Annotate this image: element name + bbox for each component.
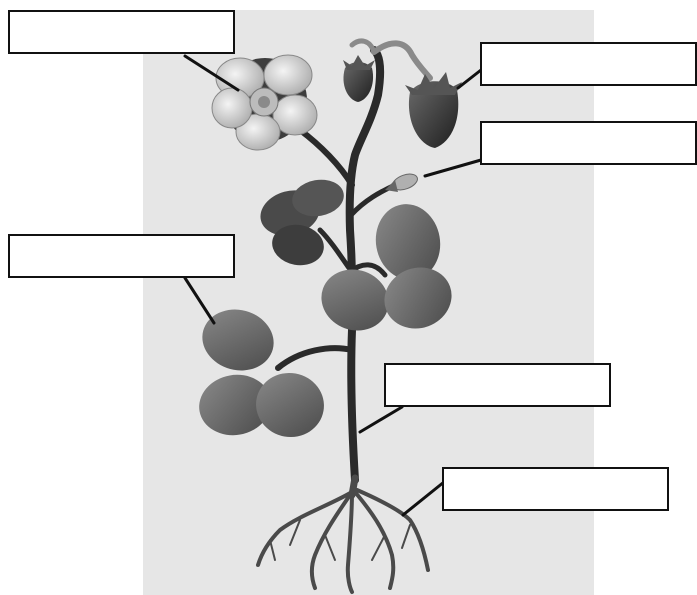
- fruit-left: [343, 55, 375, 102]
- leader-line-flower: [183, 54, 240, 92]
- leaf-group-right: [321, 204, 452, 331]
- leaf-group-lower-left: [199, 309, 324, 438]
- fruit-stem-right: [371, 40, 433, 81]
- leader-line-leaf: [183, 276, 216, 325]
- leader-lines: [183, 54, 483, 517]
- main-stem: [345, 46, 385, 484]
- leaf-stem-lower-left: [275, 345, 355, 371]
- leader-line-fruit: [456, 68, 483, 90]
- leaf-group-upper-left: [260, 179, 344, 266]
- label-box-stem[interactable]: [384, 363, 611, 407]
- flower: [211, 54, 318, 151]
- leader-line-root: [401, 480, 446, 517]
- label-box-fruit[interactable]: [480, 42, 697, 86]
- label-box-leaf[interactable]: [8, 234, 235, 278]
- label-box-root[interactable]: [442, 467, 669, 511]
- flower-bud: [385, 173, 418, 192]
- roots: [256, 474, 430, 594]
- fruit-stem-left: [349, 38, 377, 55]
- leader-line-stem: [358, 405, 404, 434]
- label-box-bud[interactable]: [480, 121, 697, 165]
- fruit-right: [405, 72, 462, 148]
- leader-line-bud: [423, 158, 483, 178]
- leaf-stem-upper-left: [317, 227, 352, 271]
- label-box-flower[interactable]: [8, 10, 235, 54]
